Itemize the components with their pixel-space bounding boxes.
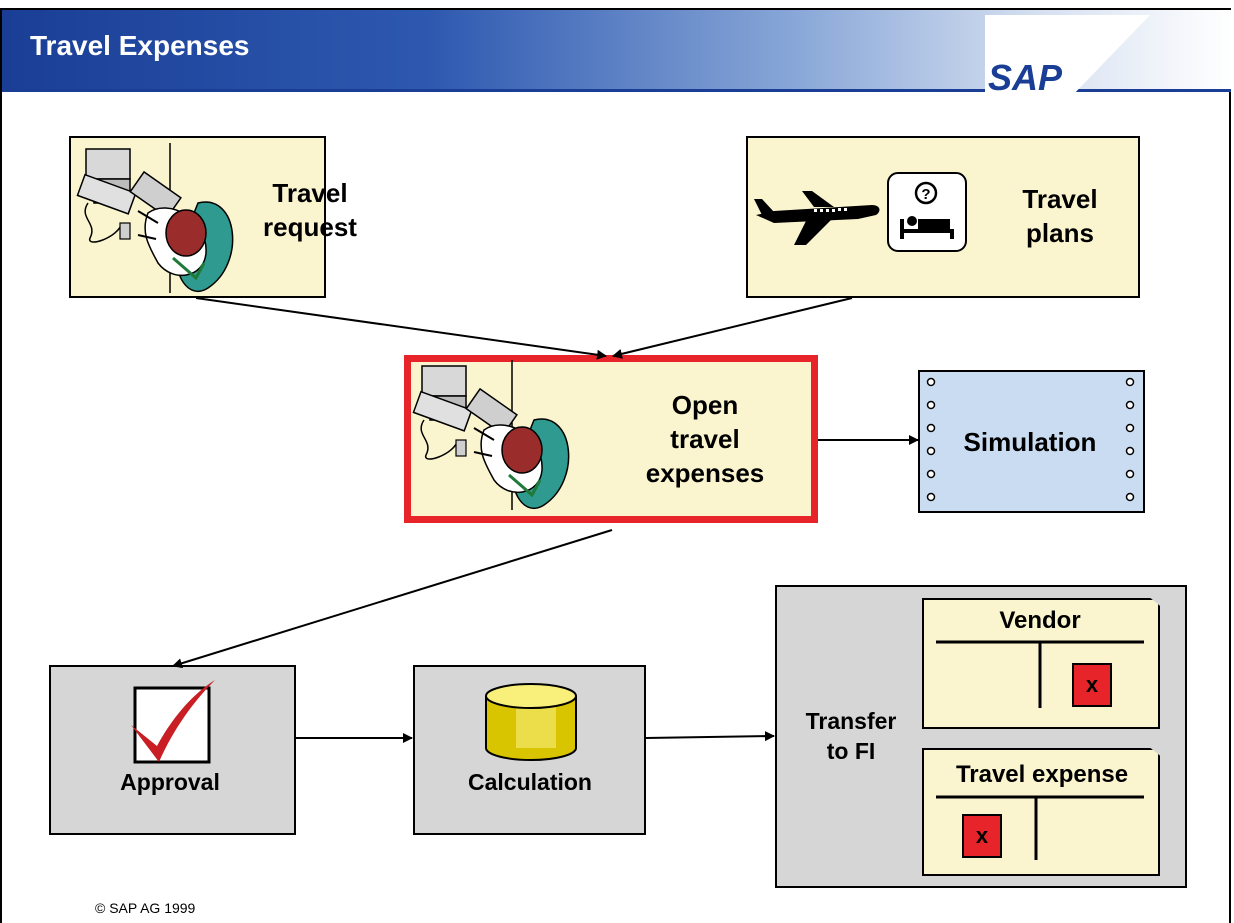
travel-expense-account-title: Travel expense	[955, 761, 1129, 788]
arrow-request-to-open	[195, 297, 607, 360]
open-travel-expenses-label: Open travel expenses	[645, 390, 765, 488]
travel-expense-account-doc	[922, 748, 1160, 876]
simulation-paper-holes	[926, 377, 1135, 502]
simulation-label: Simulation	[963, 427, 1097, 457]
arrow-open-to-approval	[172, 529, 613, 669]
travel-request-label: Travel request	[263, 178, 357, 242]
travel-expense-t-account	[936, 795, 1144, 860]
open-travel-expenses-box[interactable]	[404, 355, 818, 523]
question-icon: ?	[914, 181, 938, 205]
sap-logo: SAP	[985, 15, 1150, 98]
vendor-account-title: Vendor	[999, 607, 1081, 634]
travel-expense-debit-mark: x	[962, 814, 1002, 858]
arrow-plans-to-open	[612, 297, 853, 359]
simulation-box[interactable]	[918, 370, 1145, 513]
checkmark-icon	[131, 680, 215, 764]
slide-frame	[0, 8, 1231, 923]
calculation-label: Calculation	[468, 769, 592, 795]
travel-plans-label: Travel plans	[1022, 184, 1098, 248]
approval-label: Approval	[120, 769, 220, 795]
svg-text:?: ?	[921, 186, 930, 203]
transfer-label: Transfer to FI	[805, 708, 897, 764]
page-title: Travel Expenses	[30, 30, 250, 61]
computer-user-icon-2	[412, 360, 570, 510]
hotel-bed-icon: ?	[887, 172, 967, 252]
vendor-t-account	[936, 640, 1144, 708]
copyright-text: © SAP AG 1999	[95, 900, 196, 916]
computer-user-icon	[76, 143, 234, 293]
arrow-calculation-to-transfer	[645, 731, 775, 742]
logo-text: SAP	[988, 57, 1063, 98]
airplane-icon	[754, 191, 880, 245]
header-divider	[2, 89, 1231, 92]
vendor-credit-mark: x	[1072, 663, 1112, 707]
database-icon	[485, 683, 577, 761]
